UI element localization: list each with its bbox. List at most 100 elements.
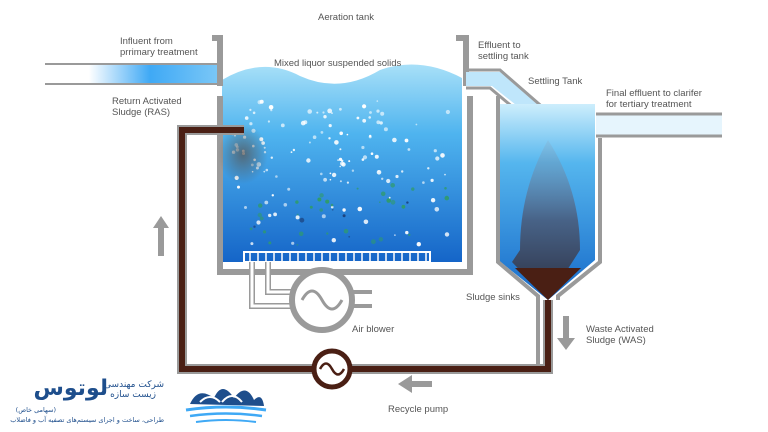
bubble bbox=[300, 120, 306, 126]
bubble bbox=[339, 180, 342, 183]
bubble bbox=[339, 165, 342, 168]
bubble bbox=[388, 196, 391, 199]
bubble bbox=[290, 151, 293, 154]
bubble bbox=[320, 172, 323, 176]
bubble bbox=[334, 140, 339, 145]
effluent-label: Effluent to settling tank bbox=[478, 40, 529, 62]
bubble bbox=[330, 205, 334, 209]
bubble bbox=[401, 170, 404, 173]
bubble bbox=[319, 193, 324, 198]
ras-label: Return Activated Sludge (RAS) bbox=[112, 96, 182, 118]
bubble bbox=[377, 170, 380, 173]
air-blower-symbol bbox=[289, 267, 355, 333]
bubble bbox=[361, 145, 365, 150]
bubble bbox=[331, 172, 337, 178]
bubble bbox=[348, 235, 351, 238]
bubble bbox=[368, 135, 372, 139]
bubble bbox=[405, 230, 409, 235]
bubble bbox=[257, 212, 262, 218]
bubble bbox=[394, 234, 396, 237]
bubble bbox=[343, 228, 349, 234]
bubble bbox=[440, 153, 445, 158]
bubble bbox=[356, 187, 359, 190]
bubble bbox=[262, 230, 267, 234]
bubble bbox=[295, 200, 299, 204]
bubble bbox=[342, 208, 346, 212]
bubble bbox=[390, 183, 396, 188]
logo-company-line: شرکت مهندسی bbox=[104, 380, 164, 390]
bubble bbox=[401, 204, 406, 209]
bubble bbox=[292, 148, 296, 152]
bubble bbox=[270, 156, 273, 159]
bubble bbox=[339, 107, 342, 111]
bubble bbox=[369, 111, 372, 114]
bubble bbox=[415, 123, 418, 126]
recycle-pump-label: Recycle pump bbox=[388, 404, 449, 415]
bubble bbox=[320, 131, 324, 134]
bubble bbox=[309, 205, 313, 209]
bubble bbox=[407, 148, 411, 151]
bubble bbox=[411, 187, 415, 191]
bubble bbox=[331, 238, 336, 243]
bubble bbox=[362, 155, 368, 160]
bubble bbox=[386, 178, 391, 184]
settling-tank bbox=[496, 96, 602, 366]
bubble bbox=[376, 109, 380, 113]
bubble bbox=[363, 219, 369, 225]
bubble bbox=[258, 203, 263, 208]
bubble bbox=[270, 109, 273, 112]
bubble bbox=[427, 167, 430, 170]
bubble bbox=[299, 217, 305, 223]
bubble bbox=[287, 187, 291, 191]
bubble bbox=[404, 138, 409, 143]
bubble bbox=[273, 212, 277, 217]
bubble bbox=[275, 175, 278, 178]
bubble bbox=[267, 120, 270, 123]
bubble bbox=[430, 178, 434, 182]
bubble bbox=[312, 135, 317, 139]
bubble bbox=[257, 100, 262, 105]
final-effluent-pipe bbox=[596, 112, 722, 138]
bubble bbox=[435, 156, 440, 161]
logo-legal: (سهامی خاص) bbox=[15, 406, 56, 414]
final-effluent-label: Final effluent to clarifer for tertiary … bbox=[606, 88, 702, 110]
bubble bbox=[444, 232, 450, 237]
bubble bbox=[444, 195, 450, 201]
bubble bbox=[307, 109, 313, 114]
bubble bbox=[268, 105, 274, 110]
bubble bbox=[346, 181, 349, 184]
bubble bbox=[368, 116, 372, 119]
bubble bbox=[331, 112, 333, 114]
bubble bbox=[264, 200, 269, 205]
bubble bbox=[268, 241, 272, 245]
bubble bbox=[342, 214, 346, 218]
bubble bbox=[329, 178, 332, 181]
up-arrow-icon bbox=[153, 216, 169, 256]
bubble bbox=[376, 120, 381, 125]
bubble bbox=[357, 206, 363, 212]
bubble bbox=[308, 141, 311, 144]
bubble bbox=[374, 154, 379, 159]
bubble bbox=[341, 162, 346, 167]
bubble bbox=[326, 232, 329, 235]
bubble bbox=[444, 187, 447, 190]
bubble bbox=[356, 116, 360, 120]
lotus-logo-icon bbox=[185, 389, 267, 423]
bubble bbox=[383, 127, 388, 132]
bubble bbox=[380, 111, 385, 116]
bubble bbox=[271, 194, 274, 197]
bubble bbox=[252, 111, 256, 115]
sludge-recycle-loop bbox=[177, 125, 553, 390]
was-label: Waste Activated Sludge (WAS) bbox=[586, 324, 654, 346]
aeration-tank-label: Aeration tank bbox=[318, 12, 374, 23]
bubble bbox=[316, 111, 319, 114]
bubble bbox=[325, 199, 330, 204]
bubble bbox=[259, 216, 264, 221]
bubble bbox=[329, 172, 332, 175]
bubble bbox=[321, 214, 326, 219]
bubble bbox=[339, 131, 344, 136]
bubble bbox=[376, 100, 379, 102]
bubble bbox=[406, 201, 409, 204]
bubble bbox=[362, 104, 367, 109]
bubble bbox=[379, 121, 383, 125]
